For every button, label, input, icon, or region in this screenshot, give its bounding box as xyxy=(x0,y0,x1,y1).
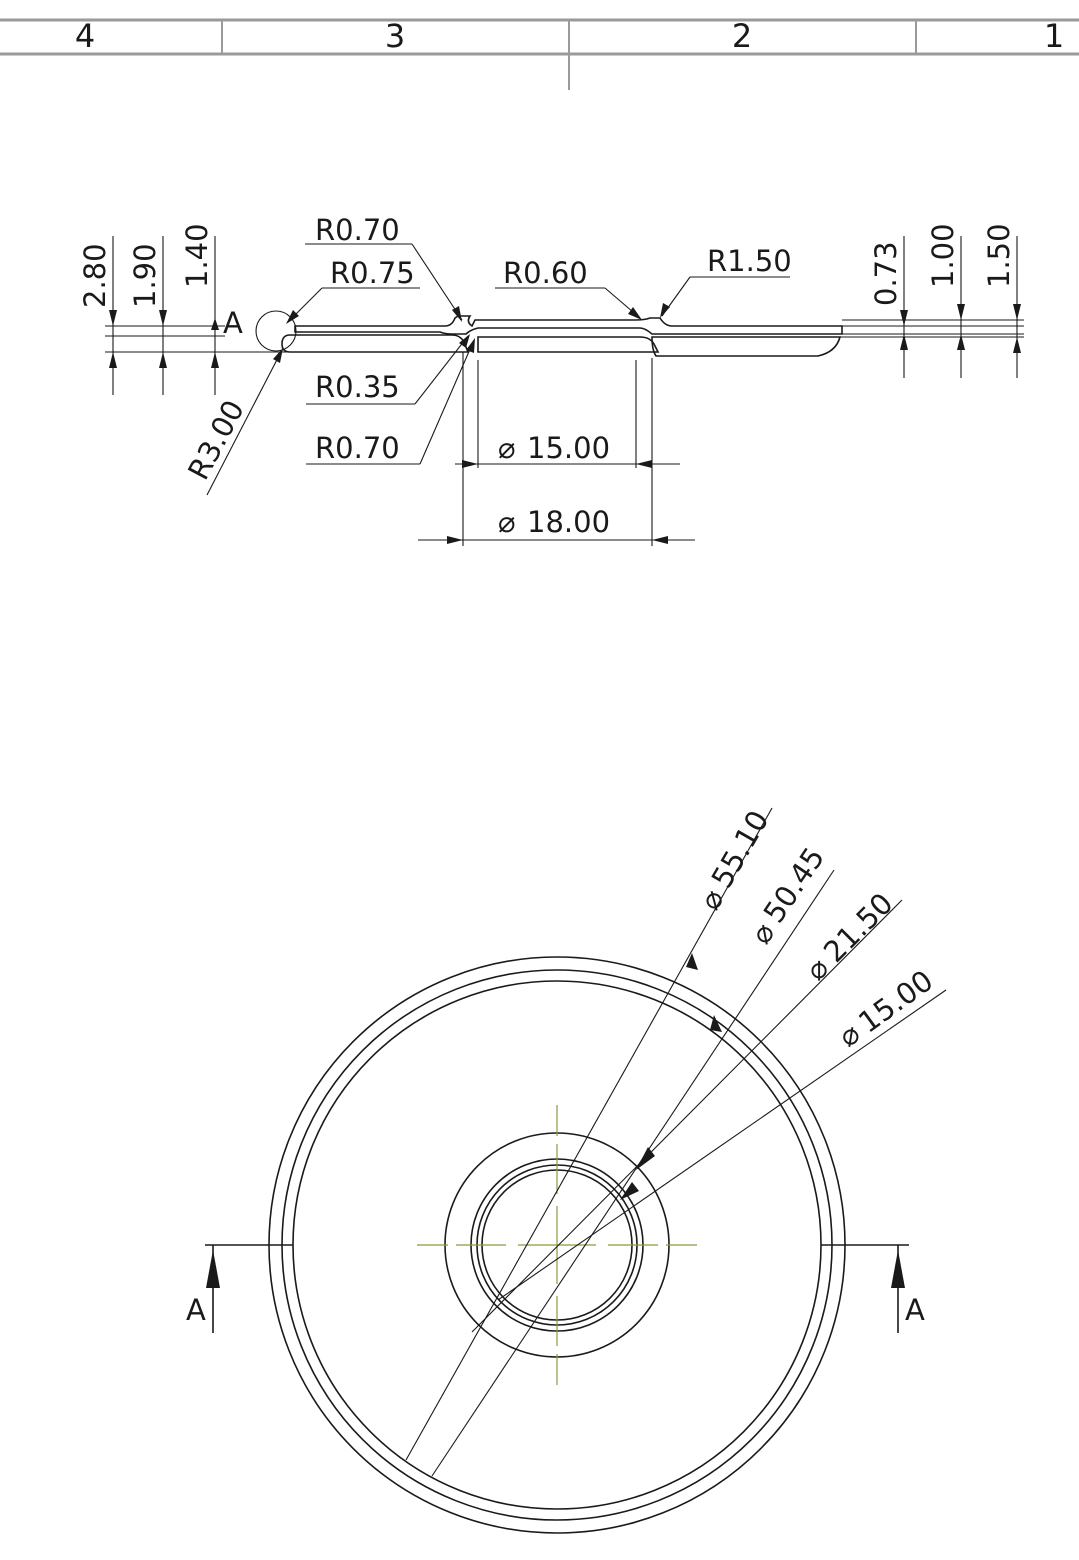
svg-text:R1.50: R1.50 xyxy=(707,244,792,278)
svg-text:1.40: 1.40 xyxy=(180,223,214,288)
radius-r060: R0.60 xyxy=(495,256,642,320)
svg-text:2.80: 2.80 xyxy=(78,243,112,308)
diameter-symbol: ⌀ xyxy=(498,505,515,539)
diameter-dim-15-00: ⌀ 15.00 xyxy=(455,431,680,468)
zone-label-2: 2 xyxy=(732,17,752,55)
diameter-leader-55-10: ⌀ 55.10 xyxy=(405,805,776,1461)
height-dim-1-40: 1.40 xyxy=(180,223,219,395)
svg-text:1.00: 1.00 xyxy=(926,223,960,288)
radius-r070-top: R0.70 xyxy=(305,213,463,322)
diameter-symbol: ⌀ xyxy=(498,431,515,465)
detail-circle xyxy=(255,310,297,352)
zone-label-3: 3 xyxy=(385,17,405,55)
height-dim-1-00: 1.00 xyxy=(926,223,965,378)
svg-text:18.00: 18.00 xyxy=(527,505,610,539)
radius-r035: R0.35 xyxy=(306,334,470,405)
section-body-left xyxy=(281,334,470,353)
height-dim-0-73: 0.73 xyxy=(869,236,908,378)
svg-text:55.10: 55.10 xyxy=(705,805,776,894)
svg-text:R0.70: R0.70 xyxy=(315,213,400,247)
svg-text:A: A xyxy=(186,1293,206,1327)
diameter-leader-50-45: ⌀ 50.45 xyxy=(431,841,835,1477)
plan-view: A A ⌀ 55.10 ⌀ 50.45 ⌀ 21.50 xyxy=(186,805,947,1534)
detail-letter: A xyxy=(223,306,243,340)
svg-text:50.45: 50.45 xyxy=(757,841,832,929)
radius-r150: R1.50 xyxy=(660,244,792,318)
diameter-leader-21-50: ⌀ 21.50 xyxy=(471,886,903,1333)
svg-text:15.00: 15.00 xyxy=(527,431,610,465)
section-view: A 2.80 1.90 1.40 xyxy=(78,213,1024,546)
diameter-dim-18-00: ⌀ 18.00 xyxy=(418,505,695,544)
svg-text:1.90: 1.90 xyxy=(128,243,162,308)
section-top-skin xyxy=(294,315,843,335)
svg-text:A: A xyxy=(905,1293,925,1327)
section-body-right xyxy=(477,336,660,353)
section-body-outer xyxy=(651,336,842,357)
radius-r075: R0.75 xyxy=(286,256,420,324)
zone-label-1: 1 xyxy=(1044,17,1064,55)
svg-text:R0.60: R0.60 xyxy=(503,256,588,290)
svg-text:R0.70: R0.70 xyxy=(315,431,400,465)
zone-frame: 4 3 2 1 xyxy=(0,17,1079,90)
diameter-leader-15-00: ⌀ 15.00 xyxy=(497,963,947,1301)
height-dim-1-50: 1.50 xyxy=(982,223,1021,378)
centerlines xyxy=(417,1105,697,1385)
zone-label-4: 4 xyxy=(75,17,95,55)
svg-text:R3.00: R3.00 xyxy=(181,395,251,486)
section-cut-left: A xyxy=(186,1244,293,1333)
radius-r300: R3.00 xyxy=(181,348,283,496)
svg-text:15.00: 15.00 xyxy=(852,963,939,1039)
svg-text:R0.75: R0.75 xyxy=(330,256,415,290)
section-cut-right: A xyxy=(821,1244,925,1333)
svg-text:21.50: 21.50 xyxy=(817,886,900,969)
radius-r070-bottom: R0.70 xyxy=(306,338,475,465)
height-dim-2-80: 2.80 xyxy=(78,236,117,395)
svg-text:1.50: 1.50 xyxy=(982,223,1016,288)
height-dim-1-90: 1.90 xyxy=(128,236,167,395)
svg-text:0.73: 0.73 xyxy=(869,241,903,306)
svg-text:R0.35: R0.35 xyxy=(315,370,400,404)
